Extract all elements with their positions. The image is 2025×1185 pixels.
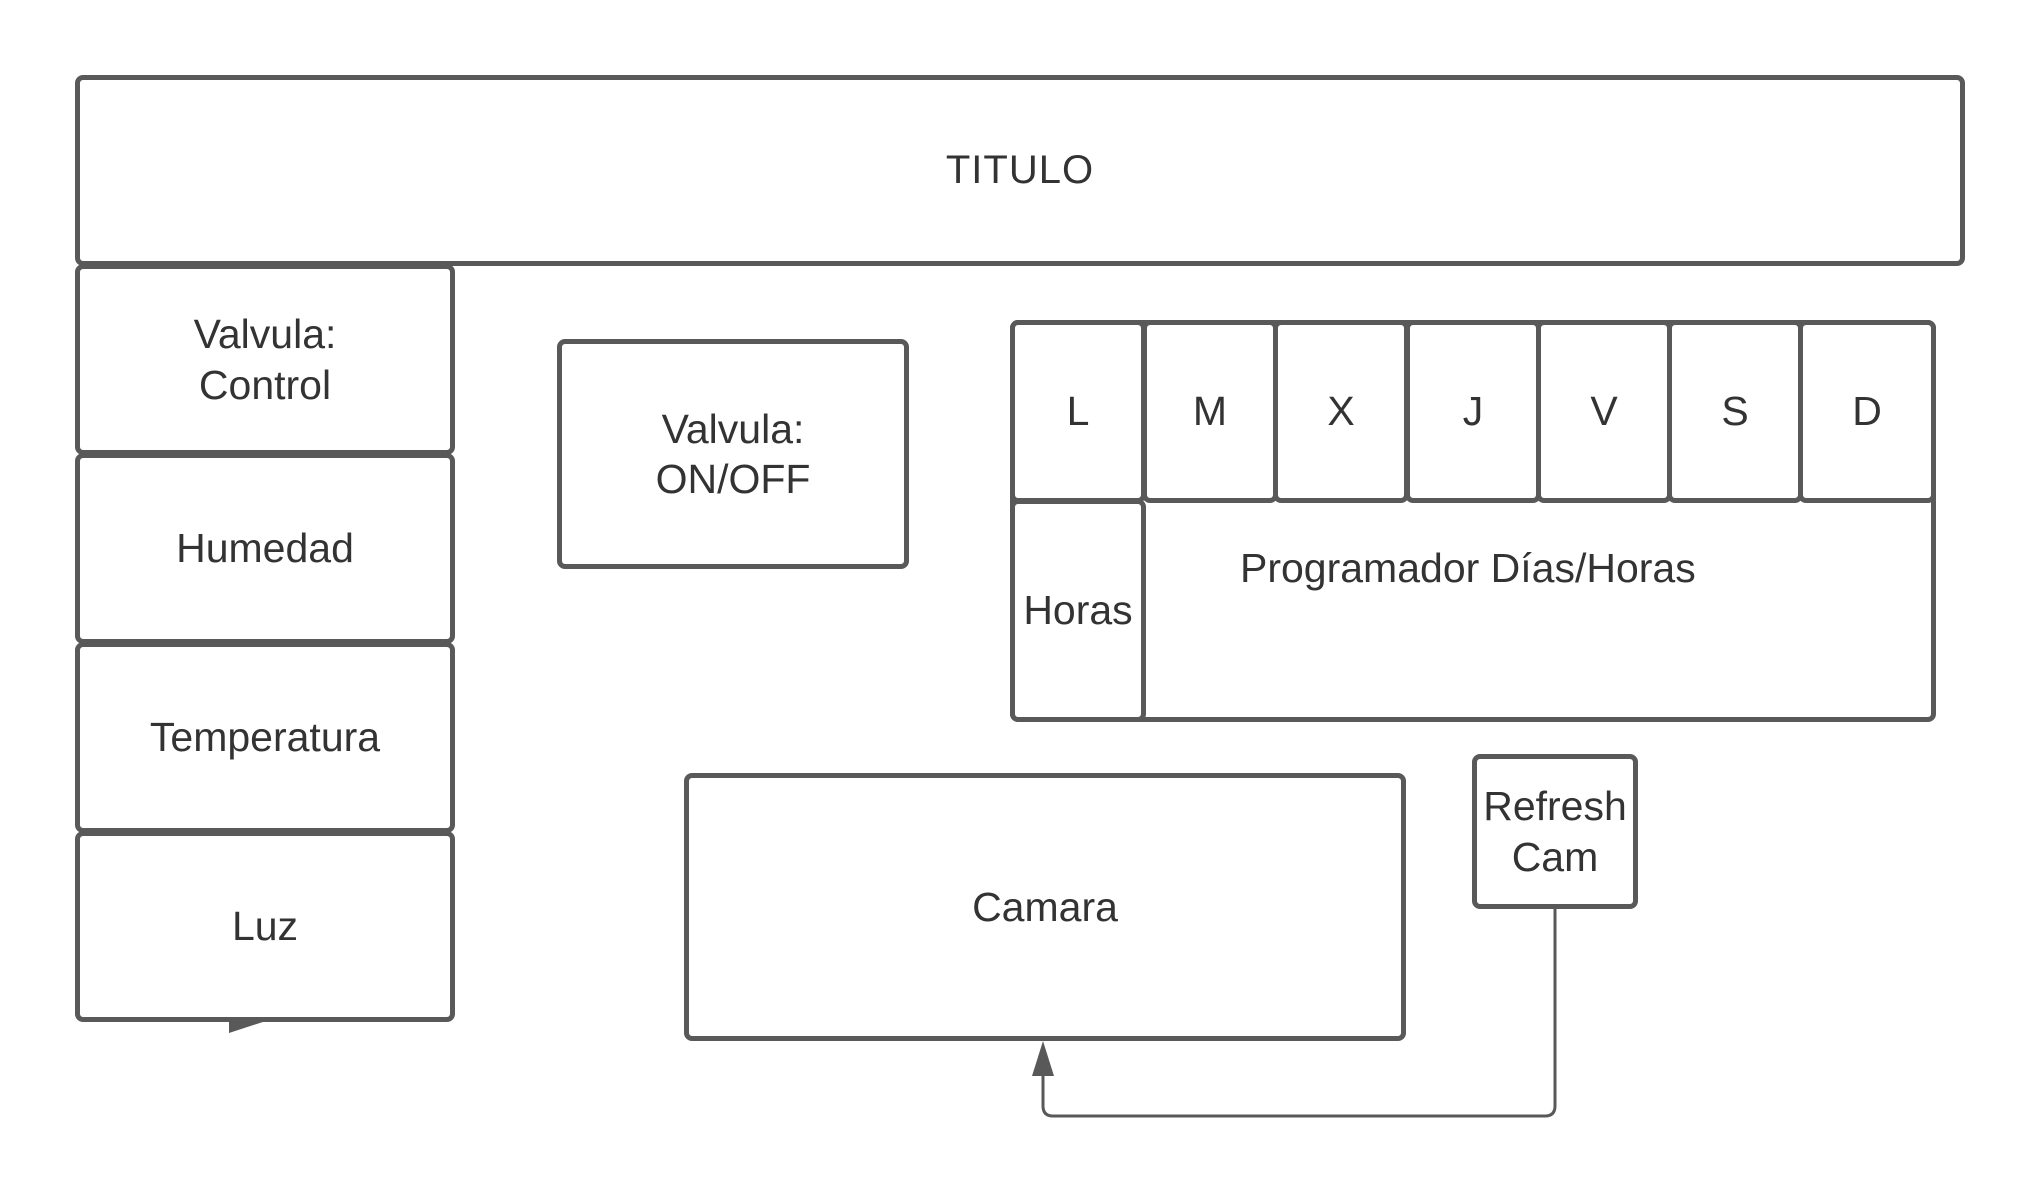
hours-label: Horas bbox=[1023, 587, 1133, 634]
day-button-x[interactable]: X bbox=[1273, 320, 1409, 503]
day-button-j[interactable]: J bbox=[1405, 320, 1541, 503]
day-label: M bbox=[1192, 388, 1228, 435]
day-label: S bbox=[1721, 388, 1749, 435]
day-button-d[interactable]: D bbox=[1798, 320, 1936, 503]
day-label: J bbox=[1462, 388, 1484, 435]
sidebar-item-luz[interactable]: Luz bbox=[75, 831, 455, 1022]
sidebar-item-label: Luz bbox=[231, 903, 299, 950]
day-button-v[interactable]: V bbox=[1536, 320, 1672, 503]
sidebar-item-label: Temperatura bbox=[149, 714, 381, 761]
scheduler-area-label: Programador Días/Horas bbox=[1240, 545, 1696, 591]
connector-arrowhead bbox=[1032, 1041, 1054, 1076]
camera-view: Camara bbox=[684, 773, 1406, 1041]
sidebar-item-valvula-control[interactable]: Valvula: Control bbox=[75, 264, 455, 455]
title-label: TITULO bbox=[945, 148, 1095, 193]
valve-toggle-label: Valvula: ON/OFF bbox=[655, 405, 811, 502]
sidebar-item-temperatura[interactable]: Temperatura bbox=[75, 642, 455, 833]
refresh-cam-button[interactable]: Refresh Cam bbox=[1472, 754, 1638, 909]
day-button-m[interactable]: M bbox=[1142, 320, 1278, 503]
camera-label: Camara bbox=[972, 883, 1118, 930]
title-bar: TITULO bbox=[75, 75, 1965, 266]
sidebar-item-label: Valvula: Control bbox=[193, 311, 337, 408]
refresh-cam-label: Refresh Cam bbox=[1483, 783, 1627, 880]
day-label: V bbox=[1590, 388, 1618, 435]
day-label: L bbox=[1066, 388, 1090, 435]
sidebar-item-label: Humedad bbox=[176, 525, 354, 572]
day-button-s[interactable]: S bbox=[1667, 320, 1803, 503]
hours-column[interactable]: Horas bbox=[1010, 499, 1146, 722]
valve-toggle-button[interactable]: Valvula: ON/OFF bbox=[557, 339, 909, 569]
day-button-l[interactable]: L bbox=[1010, 320, 1146, 503]
day-label: X bbox=[1327, 388, 1355, 435]
day-label: D bbox=[1852, 388, 1882, 435]
sidebar-item-humedad[interactable]: Humedad bbox=[75, 453, 455, 644]
